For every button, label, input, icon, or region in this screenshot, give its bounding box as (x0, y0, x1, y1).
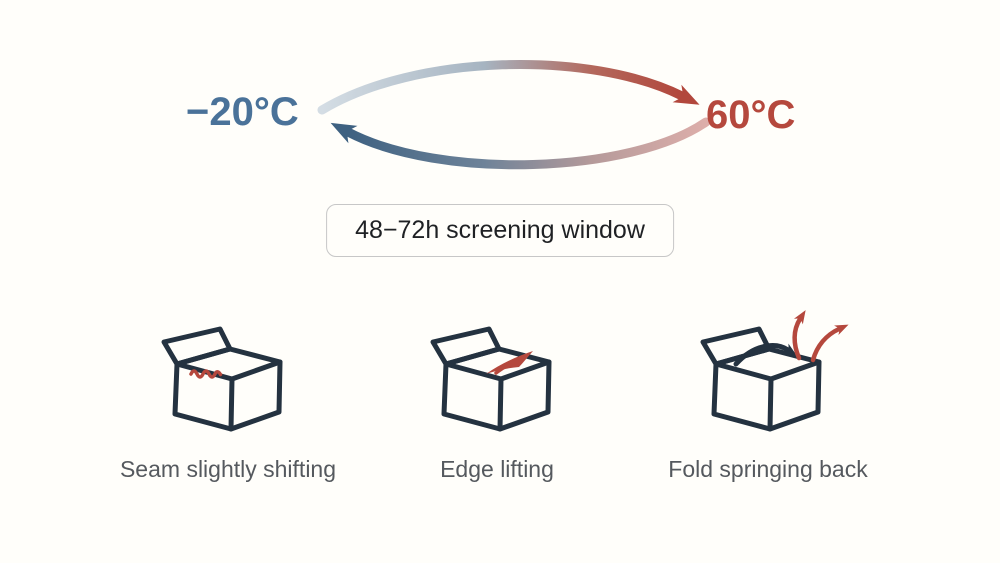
low-temperature-label: −20°C (186, 90, 299, 134)
failure-mode-caption: Seam slightly shifting (119, 456, 337, 482)
box-seam-shifting-icon (161, 326, 283, 432)
screening-window-label: 48−72h screening window (326, 204, 674, 257)
temperature-cycle-arrows-icon (317, 59, 711, 170)
fold-spring-arrow-icon (733, 343, 798, 367)
failure-mode-caption: Fold springing back (668, 456, 868, 482)
failure-mode-caption: Edge lifting (440, 456, 554, 482)
box-edge-lifting-icon (430, 326, 552, 432)
arrow-heating-icon (317, 59, 700, 115)
springback-arrow-up-icon (792, 310, 806, 361)
seam-crack-icon (189, 369, 223, 379)
high-temperature-label: 60°C (706, 93, 796, 137)
arrow-cooling-icon (330, 117, 711, 170)
failure-mode-seam-shifting: Seam slightly shifting (88, 296, 368, 483)
failure-mode-fold-springback: Fold springing back (628, 296, 908, 483)
failure-mode-edge-lifting: Edge lifting (357, 296, 637, 483)
box-fold-springback-icon (700, 310, 849, 432)
springback-arrow-right-icon (810, 324, 849, 363)
